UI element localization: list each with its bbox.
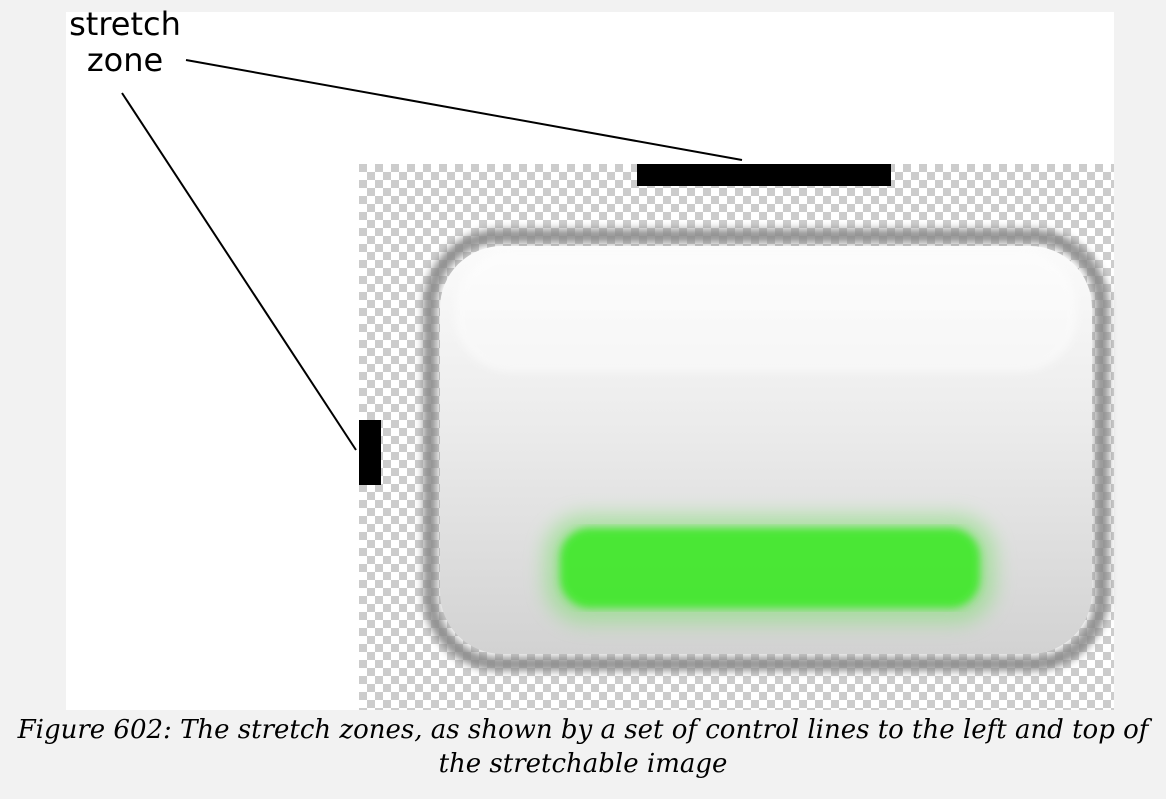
green-indicator-bar: [560, 528, 980, 608]
leader-line-to-left: [121, 92, 357, 451]
stretch-zone-label: stretch zone: [69, 5, 181, 79]
button-inner-highlight: [455, 252, 1077, 372]
top-stretch-control-line: [637, 164, 891, 186]
left-stretch-control-line: [359, 420, 381, 485]
stretchable-button-image: [423, 229, 1109, 671]
figure-caption: Figure 602: The stretch zones, as shown …: [17, 715, 1149, 779]
leader-line-to-top: [185, 59, 743, 161]
button-outer-border: [423, 229, 1109, 671]
